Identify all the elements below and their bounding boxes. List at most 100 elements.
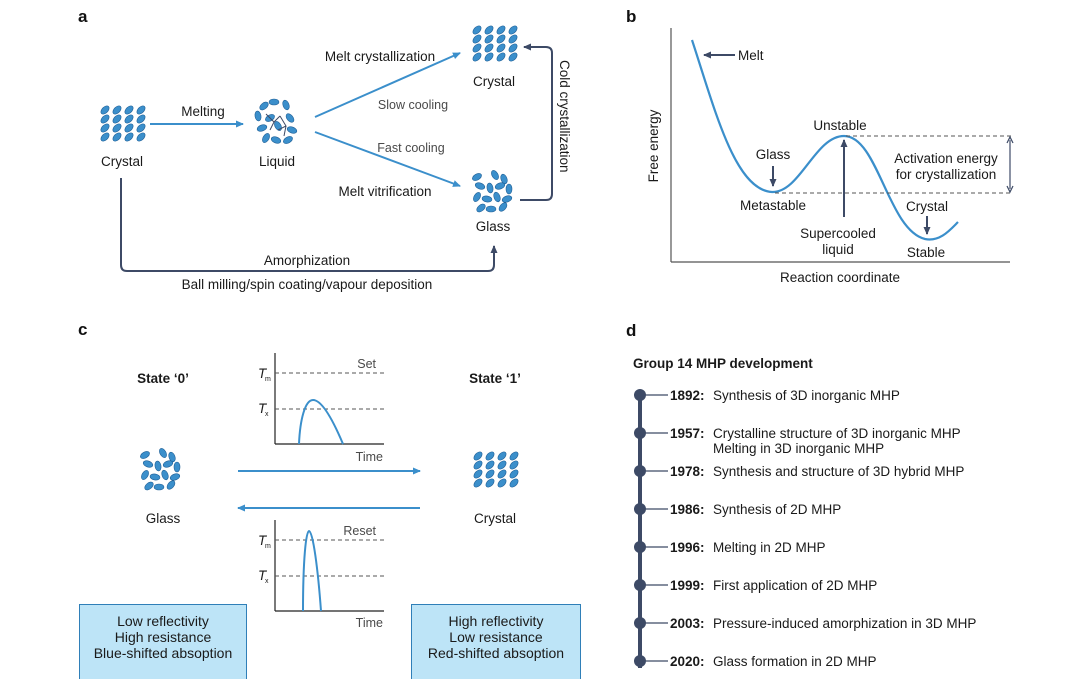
unstable-label: Unstable <box>813 118 866 133</box>
particle <box>485 469 495 479</box>
particle <box>497 469 507 479</box>
set-tm-label: T <box>258 366 268 381</box>
particle <box>473 451 483 461</box>
particle <box>497 460 507 470</box>
particle <box>173 461 181 473</box>
particle <box>136 123 146 133</box>
timeline-year: 1978: <box>670 464 705 479</box>
crystal-lattice-icon <box>473 451 519 488</box>
timeline-node <box>634 503 646 515</box>
particle <box>493 191 501 203</box>
particle <box>508 25 518 35</box>
particle <box>286 126 298 134</box>
particle <box>476 203 486 213</box>
particle <box>481 195 493 203</box>
particle <box>100 123 110 133</box>
particle <box>485 478 495 488</box>
particle <box>505 183 513 195</box>
reset-pulse-curve <box>302 529 322 612</box>
timeline: 1892:Synthesis of 3D inorganic MHP1957:C… <box>634 388 976 669</box>
stable-label: Stable <box>907 245 945 260</box>
particle <box>124 114 134 124</box>
timeline-node <box>634 389 646 401</box>
bond-lines <box>265 113 287 137</box>
particle <box>491 170 499 180</box>
timeline-event-text: Synthesis of 3D inorganic MHP <box>713 388 900 403</box>
set-tx-label: T <box>258 401 268 416</box>
particle <box>474 182 486 190</box>
property-line: Blue-shifted absoption <box>93 645 233 661</box>
particle <box>285 113 295 123</box>
glass-annotation: Glass <box>756 147 791 162</box>
particle <box>472 43 482 53</box>
reset-title: Reset <box>343 524 376 538</box>
timeline-node <box>634 465 646 477</box>
particle <box>501 195 513 203</box>
timeline-year: 1999: <box>670 578 705 593</box>
reset-tm-sub: m <box>265 543 271 550</box>
free-energy-curve <box>690 39 959 241</box>
property-line: Low reflectivity <box>117 613 209 629</box>
particle <box>136 132 146 142</box>
crystal-c-label: Crystal <box>474 511 516 526</box>
activation-energy-arrowheads <box>1006 135 1014 194</box>
particle <box>484 43 494 53</box>
reset-tx-label: T <box>258 568 268 583</box>
particle <box>270 136 282 144</box>
timeline-title: Group 14 MHP development <box>633 356 813 371</box>
timeline-node <box>634 427 646 439</box>
particle <box>473 469 483 479</box>
particle <box>112 105 122 115</box>
cold-crystallization-arrow <box>520 43 553 201</box>
set-time-label: Time <box>356 450 383 464</box>
timeline-year: 1957: <box>670 426 705 441</box>
particle <box>473 478 483 488</box>
particle <box>497 478 507 488</box>
particle <box>500 173 508 185</box>
particle <box>498 202 508 212</box>
timeline-event-text: Crystalline structure of 3D inorganic MH… <box>713 426 961 441</box>
particle <box>100 105 110 115</box>
timeline-event-text: Synthesis and structure of 3D hybrid MHP <box>713 464 964 479</box>
particle <box>484 25 494 35</box>
activation-label-2: for crystallization <box>896 167 997 182</box>
fast-cooling-label: Fast cooling <box>377 141 444 155</box>
melt-crystallization-label: Melt crystallization <box>325 49 435 64</box>
particle <box>168 451 176 463</box>
crystal-annotation: Crystal <box>906 199 948 214</box>
particle <box>509 478 519 488</box>
timeline-event-text: Melting in 3D inorganic MHP <box>713 441 884 456</box>
slow-cooling-label: Slow cooling <box>378 98 448 112</box>
particle <box>154 460 162 472</box>
melt-vitrification-arrow <box>314 131 461 187</box>
particle <box>153 483 165 491</box>
particle <box>268 98 280 106</box>
supercooled-label-1: Supercooled <box>800 226 876 241</box>
glass-disordered-icon <box>140 448 181 491</box>
timeline-event-text: First application of 2D MHP <box>713 578 877 593</box>
property-line: High resistance <box>114 629 212 645</box>
particle <box>486 182 494 194</box>
activation-label-1: Activation energy <box>894 151 998 166</box>
cold-crystallization-label: Cold crystallization <box>557 60 572 173</box>
timeline-node <box>634 541 646 553</box>
panel-a-label: a <box>78 7 88 26</box>
particle <box>112 114 122 124</box>
particle <box>485 451 495 461</box>
glass-label: Glass <box>476 219 511 234</box>
reset-tm-label: T <box>258 533 268 548</box>
set-tm-sub: m <box>265 376 271 383</box>
particle <box>485 205 497 213</box>
particle <box>508 43 518 53</box>
particle <box>473 460 483 470</box>
timeline-event-text: Synthesis of 2D MHP <box>713 502 841 517</box>
set-pulse-plot <box>274 353 384 445</box>
crystal-top-label: Crystal <box>473 74 515 89</box>
timeline-event-text: Glass formation in 2D MHP <box>713 654 877 669</box>
particle <box>142 460 154 468</box>
set-pulse-curve <box>298 398 344 445</box>
glass-c-label: Glass <box>146 511 181 526</box>
amorphization-arrow <box>120 178 498 272</box>
particle <box>496 52 506 62</box>
